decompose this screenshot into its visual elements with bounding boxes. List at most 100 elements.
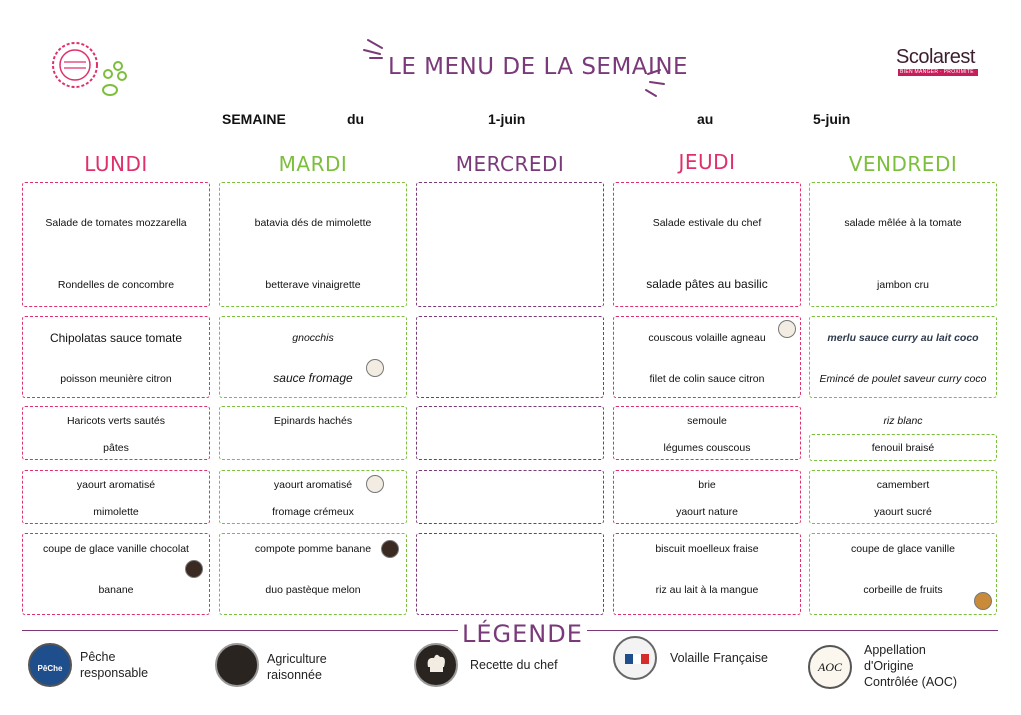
- recette-du-chef-icon: [366, 359, 384, 377]
- recette-du-chef-icon: [414, 643, 458, 687]
- logo-wordmark: Scolarest: [896, 46, 975, 68]
- lundi-dessert-cell: coupe de glace vanille chocolat banane: [22, 533, 210, 615]
- legend-title: LÉGENDE: [458, 620, 587, 648]
- legend-line: Appellation: [864, 643, 926, 657]
- menu-item: couscous volaille agneau: [648, 332, 766, 344]
- logo-tagline: BIEN MANGER · PROXIMITÉ: [900, 69, 974, 75]
- day-header-mardi: MARDI: [278, 152, 348, 176]
- menu-item: yaourt aromatisé: [273, 479, 353, 491]
- title-sparkle-icon: [363, 39, 665, 97]
- jeudi-main-cell: couscous volaille agneau filet de colin …: [613, 316, 801, 398]
- agriculture-raisonnee-icon: [215, 643, 259, 687]
- mardi-dairy-cell: yaourt aromatisé fromage crémeux: [219, 470, 407, 524]
- menu-item: camembert: [876, 479, 930, 491]
- menu-item: pâtes: [103, 442, 129, 454]
- menu-item: sauce fromage: [273, 371, 353, 385]
- legend-label-peche: Pêche responsable: [80, 649, 148, 681]
- mardi-side-cell: Epinards hachés: [219, 406, 407, 460]
- week-from-word: du: [347, 111, 365, 127]
- vendredi-starter-cell: salade mêlée à la tomate jambon cru: [809, 182, 997, 307]
- agriculture-raisonnee-icon: [185, 560, 203, 578]
- mercredi-starter-cell: [416, 182, 604, 307]
- peas-icon: [102, 61, 127, 96]
- aoc-icon: [366, 475, 384, 493]
- legend-label-volaille: Volaille Française: [670, 651, 768, 665]
- menu-item: compote pomme banane: [254, 543, 372, 555]
- menu-item: Salade de tomates mozzarella: [45, 217, 187, 229]
- legend-line: Contrôlée (AOC): [864, 675, 958, 689]
- menu-item: fenouil braisé: [871, 442, 935, 454]
- legend-label-chef: Recette du chef: [470, 658, 558, 672]
- legend-label-aoc: Appellation d'Origine Contrôlée (AOC): [864, 642, 957, 690]
- menu-item: filet de colin sauce citron: [649, 373, 765, 385]
- scolarest-logo: Scolarest BIEN MANGER · PROXIMITÉ: [892, 46, 982, 80]
- lundi-starter-cell: Salade de tomates mozzarella Rondelles d…: [22, 182, 210, 307]
- lundi-main-cell: Chipolatas sauce tomate poisson meunière…: [22, 316, 210, 398]
- menu-item: riz blanc: [883, 415, 923, 427]
- page-title: LE MENU DE LA SEMAINE: [388, 54, 689, 80]
- vendredi-dairy-cell: camembert yaourt sucré: [809, 470, 997, 524]
- menu-item: riz au lait à la mangue: [655, 584, 759, 596]
- jeudi-dessert-cell: biscuit moelleux fraise riz au lait à la…: [613, 533, 801, 615]
- menu-item: Epinards hachés: [273, 415, 353, 427]
- menu-item: yaourt aromatisé: [76, 479, 156, 491]
- agriculture-raisonnee-icon: [381, 540, 399, 558]
- menu-item: Emincé de poulet saveur curry coco: [819, 373, 987, 385]
- mardi-starter-cell: batavia dés de mimolette betterave vinai…: [219, 182, 407, 307]
- vendredi-side-cell: fenouil braisé: [809, 434, 997, 461]
- menu-item: poisson meunière citron: [60, 373, 172, 385]
- menu-item: merlu sauce curry au lait coco: [827, 332, 979, 344]
- volaille-francaise-icon: [613, 636, 657, 680]
- mercredi-main-cell: [416, 316, 604, 398]
- peche-badge-text: PêChe: [37, 664, 63, 673]
- lundi-dairy-cell: yaourt aromatisé mimolette: [22, 470, 210, 524]
- menu-item: banane: [98, 584, 134, 596]
- legend-line: d'Origine: [864, 659, 914, 673]
- jeudi-dairy-cell: brie yaourt nature: [613, 470, 801, 524]
- legend-line: responsable: [80, 666, 149, 680]
- menu-item: semoule: [687, 415, 727, 427]
- legend-line: Pêche: [80, 650, 116, 664]
- day-header-mercredi: MERCREDI: [455, 152, 565, 176]
- peche-responsable-icon: PêChe: [28, 643, 72, 687]
- menu-item: salade pâtes au basilic: [646, 277, 768, 291]
- mercredi-dessert-cell: [416, 533, 604, 615]
- mardi-dessert-cell: compote pomme banane duo pastèque melon: [219, 533, 407, 615]
- recette-du-chef-icon: [974, 592, 992, 610]
- menu-item: yaourt nature: [676, 506, 738, 518]
- menu-item: yaourt sucré: [874, 506, 932, 518]
- menu-item: biscuit moelleux fraise: [655, 543, 759, 555]
- menu-item: Chipolatas sauce tomate: [49, 331, 183, 345]
- week-label: SEMAINE: [222, 111, 286, 127]
- aoc-icon: AOC: [808, 645, 852, 689]
- title-block: LE MENU DE LA SEMAINE: [360, 36, 688, 100]
- menu-item: Salade estivale du chef: [652, 217, 762, 229]
- week-to-date: 5-juin: [813, 111, 851, 127]
- day-header-vendredi: VENDREDI: [848, 152, 958, 176]
- menu-item: légumes couscous: [663, 442, 751, 454]
- menu-item: gnocchis: [292, 332, 334, 344]
- menu-item: fromage crémeux: [272, 506, 354, 518]
- day-header-jeudi: JEUDI: [678, 150, 736, 174]
- jeudi-side-cell: semoule légumes couscous: [613, 406, 801, 460]
- menu-item: coupe de glace vanille chocolat: [43, 543, 189, 555]
- french-flag-icon: [625, 654, 649, 664]
- menu-item: salade mêlée à la tomate: [844, 217, 962, 229]
- menu-item: Rondelles de concombre: [57, 279, 175, 291]
- menu-item: mimolette: [93, 506, 139, 518]
- menu-item: brie: [698, 479, 716, 491]
- legend-line: raisonnée: [267, 668, 322, 682]
- stamp-icon: [52, 42, 98, 88]
- lundi-side-cell: Haricots verts sautés pâtes: [22, 406, 210, 460]
- vendredi-main-cell: merlu sauce curry au lait coco Emincé de…: [809, 316, 997, 398]
- week-to-word: au: [697, 111, 714, 127]
- menu-item: batavia dés de mimolette: [254, 217, 372, 229]
- menu-item: Haricots verts sautés: [66, 415, 166, 427]
- chef-hat-icon: [427, 654, 445, 672]
- menu-item: coupe de glace vanille: [851, 543, 955, 555]
- menu-item: duo pastèque melon: [265, 584, 361, 596]
- menu-item: betterave vinaigrette: [265, 279, 361, 291]
- menu-item: jambon cru: [877, 279, 929, 291]
- volaille-francaise-icon: [778, 320, 796, 338]
- week-from-date: 1-juin: [488, 111, 526, 127]
